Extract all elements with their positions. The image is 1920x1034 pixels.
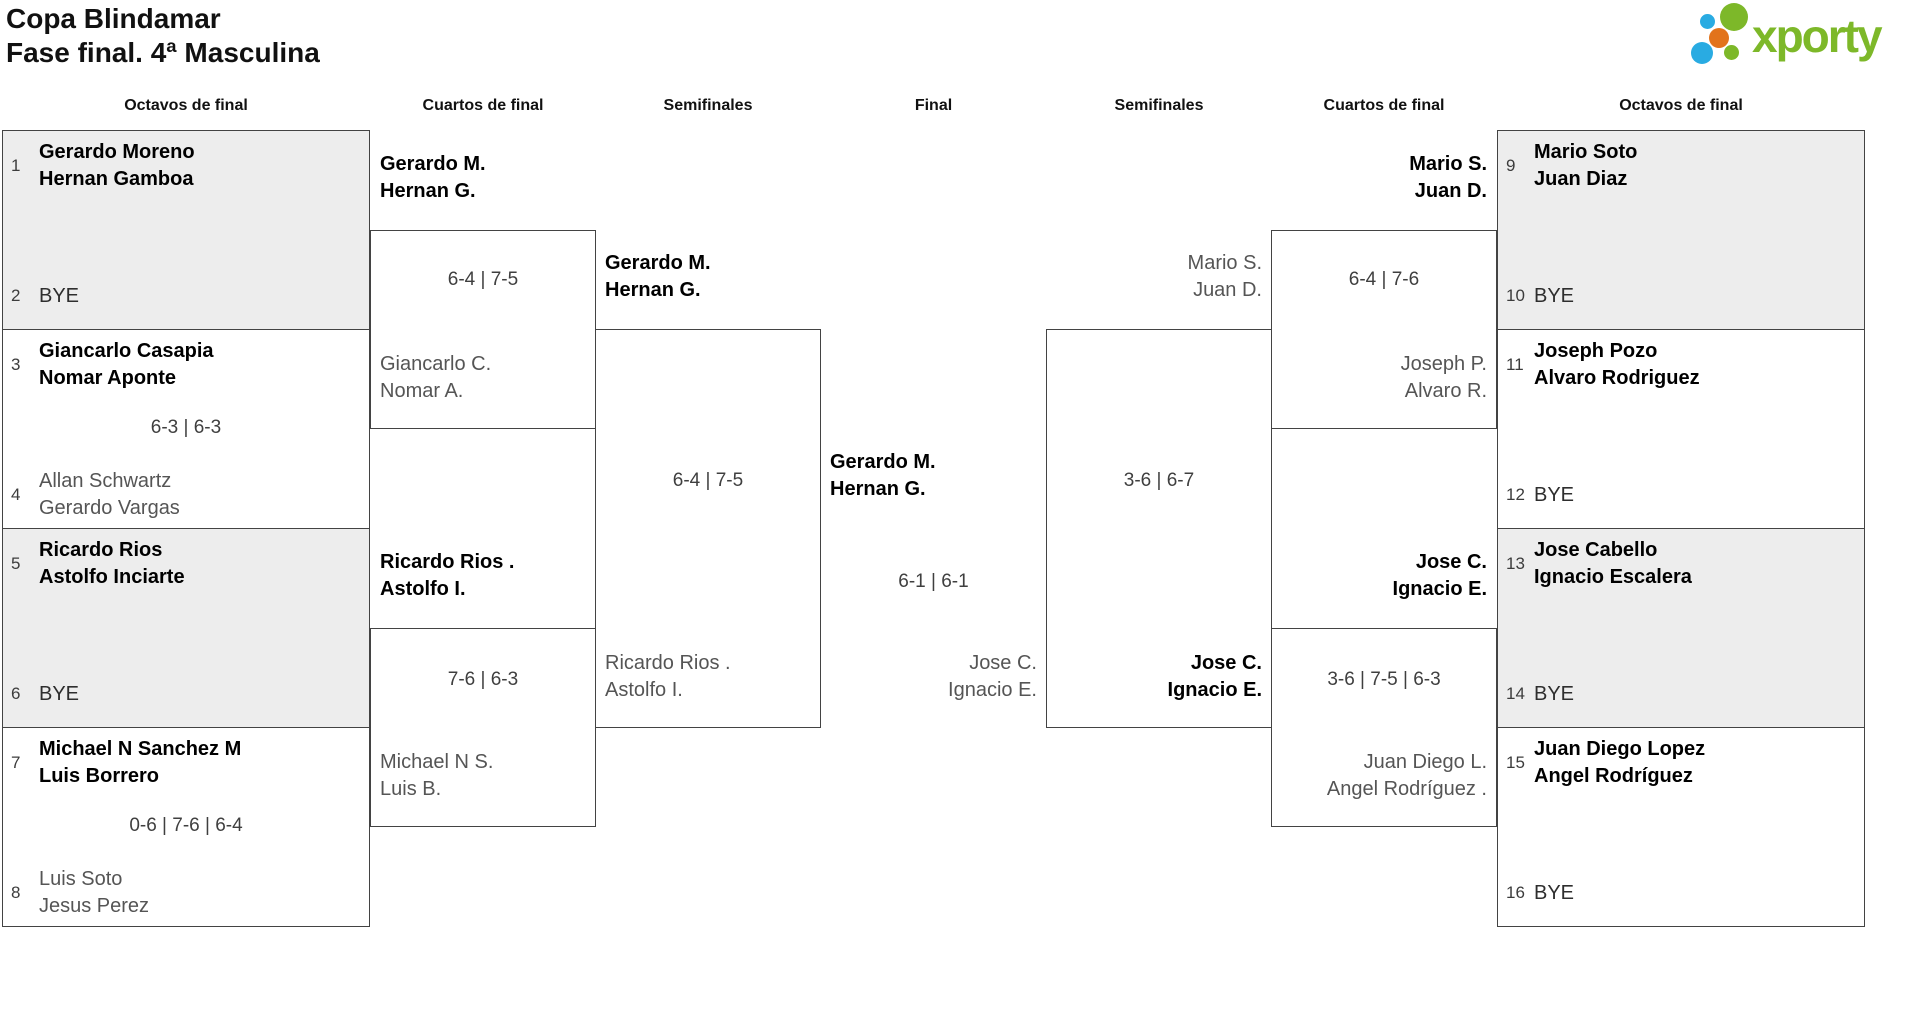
- team-name[interactable]: Gerardo M.Hernan G.: [830, 451, 936, 500]
- match-score: 6-4 | 7-5: [672, 470, 744, 491]
- team-name[interactable]: BYE: [1534, 284, 1575, 307]
- seed-number: 3: [11, 355, 21, 374]
- team-name[interactable]: Gerardo M.Hernan G.: [605, 252, 711, 301]
- logo-dot-blue-small: [1700, 14, 1715, 29]
- team-name[interactable]: Giancarlo C.Nomar A.: [380, 353, 492, 402]
- seed-number: 14: [1506, 684, 1525, 703]
- team-row: 14 BYE: [1506, 667, 1856, 721]
- seed-number: 2: [11, 286, 21, 305]
- round-label-final: Final: [914, 97, 953, 114]
- team-name[interactable]: BYE: [39, 682, 80, 705]
- seed-number: 13: [1506, 554, 1525, 573]
- seed-number: 5: [11, 554, 21, 573]
- match-score: 3-6 | 7-5 | 6-3: [1327, 669, 1441, 690]
- match-score: 3-6 | 6-7: [1123, 470, 1195, 491]
- seed-number: 1: [11, 156, 21, 175]
- team-name[interactable]: Gerardo M.Hernan G.: [380, 153, 486, 202]
- seed-number: 4: [11, 485, 21, 504]
- match-score: 7-6 | 6-3: [447, 669, 519, 690]
- match-box-sf-2: [1046, 329, 1272, 728]
- seed-number: 6: [11, 684, 21, 703]
- seed-number: 12: [1506, 485, 1525, 504]
- match-score: 0-6 | 7-6 | 6-4: [129, 815, 243, 836]
- team-row: 12 BYE: [1506, 468, 1856, 522]
- round-label-cuartos-right: Cuartos de final: [1323, 97, 1445, 114]
- seed-number: 15: [1506, 753, 1525, 772]
- team-name[interactable]: Jose C.Ignacio E.: [1167, 652, 1262, 701]
- tournament-name: Copa Blindamar: [6, 3, 221, 34]
- team-name[interactable]: Mario S.Juan D.: [1187, 252, 1262, 301]
- team-row: 2 BYE: [11, 269, 361, 323]
- logo-dot-blue-large: [1691, 42, 1713, 64]
- round-label-semis-left: Semifinales: [663, 97, 753, 114]
- team-name[interactable]: Jose C.Ignacio E.: [1392, 551, 1487, 600]
- logo-dot-orange: [1709, 28, 1729, 48]
- round-label-octavos-left: Octavos de final: [124, 97, 248, 114]
- match-score: 6-4 | 7-6: [1348, 269, 1420, 290]
- round-label-cuartos-left: Cuartos de final: [422, 97, 544, 114]
- round-label-octavos-right: Octavos de final: [1619, 97, 1743, 114]
- seed-number: 10: [1506, 286, 1525, 305]
- team-name[interactable]: BYE: [1534, 682, 1575, 705]
- seed-number: 8: [11, 883, 21, 902]
- team-name[interactable]: Ricardo Rios .Astolfo I.: [605, 652, 731, 701]
- team-name[interactable]: Juan Diego L.Angel Rodríguez .: [1326, 751, 1487, 800]
- match-score: 6-4 | 7-5: [447, 269, 519, 290]
- match-box-sf-1: [595, 329, 821, 728]
- team-name[interactable]: Jose C.Ignacio E.: [948, 652, 1037, 701]
- seed-number: 7: [11, 753, 21, 772]
- team-name[interactable]: Mario S.Juan D.: [1409, 153, 1487, 202]
- logo-dot-green-small: [1724, 45, 1739, 60]
- tournament-phase: Fase final. 4ª Masculina: [6, 37, 320, 68]
- team-name[interactable]: BYE: [1534, 881, 1575, 904]
- match-score: 6-1 | 6-1: [898, 571, 969, 592]
- logo-dot-green-large: [1720, 3, 1748, 31]
- team-row: 6 BYE: [11, 667, 361, 721]
- seed-number: 9: [1506, 156, 1516, 175]
- team-name[interactable]: BYE: [39, 284, 80, 307]
- team-name[interactable]: Michael N S.Luis B.: [380, 751, 494, 800]
- seed-number: 16: [1506, 883, 1525, 902]
- team-name[interactable]: Ricardo Rios .Astolfo I.: [380, 551, 515, 600]
- team-row: 10 BYE: [1506, 269, 1856, 323]
- team-name[interactable]: BYE: [1534, 483, 1575, 506]
- team-row: 16 BYE: [1506, 866, 1856, 920]
- logo-wordmark[interactable]: xporty: [1752, 10, 1883, 62]
- match-score: 6-3 | 6-3: [150, 417, 222, 438]
- round-label-semis-right: Semifinales: [1114, 97, 1204, 114]
- team-name[interactable]: Joseph P.Alvaro R.: [1400, 353, 1487, 402]
- tournament-title: Copa Blindamar Fase final. 4ª Masculina: [6, 2, 320, 70]
- seed-number: 11: [1506, 355, 1524, 374]
